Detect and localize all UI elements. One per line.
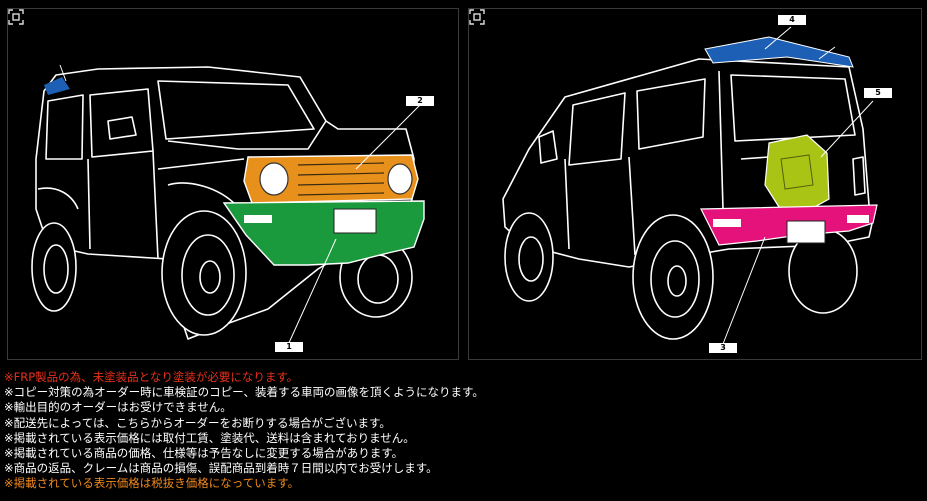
note-item: ※コピー対策の為オーダー時に車検証のコピー、装着する車両の画像を頂くようになりま… <box>4 385 484 400</box>
front-view-illustration <box>31 64 425 346</box>
callout-4: 4 <box>778 15 806 25</box>
part-2-grille <box>243 154 419 204</box>
note-item: ※掲載されている表示価格には取付工賃、塗装代、送料は含まれておりません。 <box>4 430 415 445</box>
part-4-spoiler <box>704 36 854 68</box>
callout-2: 2 <box>406 96 434 106</box>
note-item: ※FRP製品の為、未塗装品となり塗装が必要になります。 <box>4 370 299 384</box>
rear-view-panel: 4 5 3 <box>468 8 922 360</box>
notes-list: ※FRP製品の為、未塗装品となり塗装が必要になります。 ※コピー対策の為オーダー… <box>4 370 922 492</box>
callout-1: 1 <box>275 342 303 352</box>
callout-3: 3 <box>709 343 737 353</box>
note-item: ※掲載されている商品の価格、仕様等は予告なしに変更する場合があります。 <box>4 446 404 461</box>
note-item: ※掲載されている表示価格は税抜き価格になっています。 <box>4 476 300 491</box>
note-item: ※輸出目的のオーダーはお受けできません。 <box>4 400 232 415</box>
expand-icon[interactable] <box>469 9 485 25</box>
callout-5: 5 <box>864 88 892 98</box>
rear-view-illustration <box>502 26 878 350</box>
front-view-panel: 2 1 <box>7 8 459 360</box>
expand-icon[interactable] <box>8 9 24 25</box>
note-item: ※商品の返品、クレームは商品の損傷、誤配商品到着時７日間以内でお受けします。 <box>4 461 438 476</box>
part-5-tire-cover <box>764 134 830 210</box>
note-item: ※配送先によっては、こちらからオーダーをお断りする場合がございます。 <box>4 415 391 430</box>
